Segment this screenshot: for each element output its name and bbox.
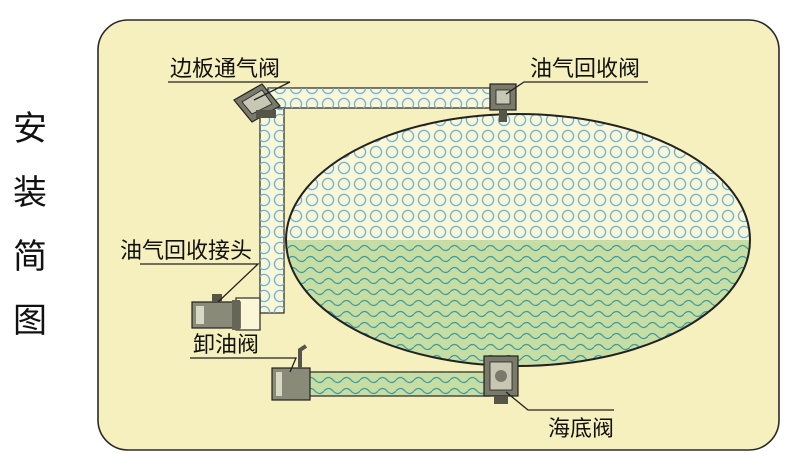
vapor-recovery-connector <box>191 294 241 330</box>
liquid-pipe-bottom <box>305 371 491 397</box>
label-vapor-recovery-valve: 油气回收阀 <box>530 57 640 82</box>
leader-vapor-recovery-valve <box>505 81 648 95</box>
side-title-char-2: 装 <box>13 173 47 213</box>
label-discharge-valve: 卸油阀 <box>193 333 259 358</box>
leader-side-vent <box>168 81 291 101</box>
discharge-valve <box>271 344 311 401</box>
vapor-pipe-top <box>267 87 491 109</box>
label-bottom-valve: 海底阀 <box>548 417 614 442</box>
label-vapor-recovery-connector: 油气回收接头 <box>120 239 252 264</box>
bottom-valve <box>483 355 519 404</box>
leader-discharge <box>190 357 297 373</box>
side-title-char-3: 简 <box>13 237 47 277</box>
vapor-recovery-valve <box>489 83 517 122</box>
leader-connector <box>140 263 260 303</box>
vapor-pipe-vertical <box>259 107 285 314</box>
side-title-char-1: 安 <box>13 109 47 149</box>
leader-bottom-valve <box>505 391 614 411</box>
label-side-vent-valve: 边板通气阀 <box>170 57 280 82</box>
side-title: 安 装 简 图 <box>8 112 52 368</box>
leader-lines <box>140 81 648 411</box>
side-title-char-4: 图 <box>13 301 47 341</box>
side-vent-valve <box>233 83 281 123</box>
